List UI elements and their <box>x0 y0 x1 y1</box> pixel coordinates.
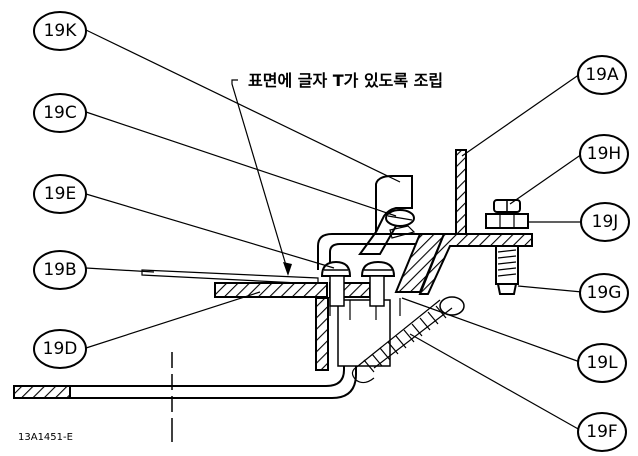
drawing-code: 13A1451-E <box>18 432 73 443</box>
svg-text:19F: 19F <box>586 422 617 442</box>
side-wall <box>315 297 401 371</box>
svg-text:19E: 19E <box>44 184 76 204</box>
bottom-bracket <box>13 330 357 399</box>
assembly-note: 표면에 글자 T가 있도록 조립 <box>248 71 443 90</box>
svg-text:19D: 19D <box>43 339 78 359</box>
leader-lines <box>85 29 583 431</box>
adjusting-screw <box>485 199 529 295</box>
leader-19g <box>517 285 583 293</box>
callout-19k: 19K <box>33 11 87 51</box>
callout-19g: 19G <box>579 273 629 313</box>
clamp-block <box>358 175 416 255</box>
callout-19c: 19C <box>33 93 87 133</box>
thin-plate <box>141 269 319 285</box>
callout-19a: 19A <box>577 55 627 95</box>
svg-text:19J: 19J <box>592 212 619 232</box>
svg-text:19B: 19B <box>43 260 76 280</box>
tension-spring <box>351 296 465 384</box>
note-arrow-line <box>231 79 289 273</box>
mechanism-drawing <box>13 149 533 442</box>
lever-screws <box>320 260 396 307</box>
callout-19d: 19D <box>33 329 87 369</box>
leader-19l <box>401 297 581 363</box>
leader-19e <box>85 193 335 269</box>
svg-text:19H: 19H <box>587 144 621 164</box>
svg-text:19C: 19C <box>43 103 77 123</box>
leader-19f <box>409 333 581 431</box>
svg-text:19G: 19G <box>587 283 622 303</box>
callout-19b: 19B <box>33 250 87 290</box>
upper-bracket <box>317 149 533 295</box>
leader-19k <box>85 29 401 183</box>
callout-19e: 19E <box>33 174 87 214</box>
svg-text:19L: 19L <box>586 353 618 373</box>
svg-text:19K: 19K <box>44 21 78 41</box>
leader-19a <box>461 73 581 157</box>
lever-plate <box>214 282 371 298</box>
svg-text:19A: 19A <box>585 65 619 85</box>
leader-19h <box>509 153 583 205</box>
leader-19d <box>85 291 261 349</box>
callout-19j: 19J <box>580 202 630 242</box>
leader-19b <box>85 267 155 273</box>
note-arrowhead <box>283 262 292 276</box>
callout-19h: 19H <box>579 134 629 174</box>
callout-19f: 19F <box>577 412 627 452</box>
leader-19c <box>85 111 397 217</box>
callout-19l: 19L <box>577 343 627 383</box>
